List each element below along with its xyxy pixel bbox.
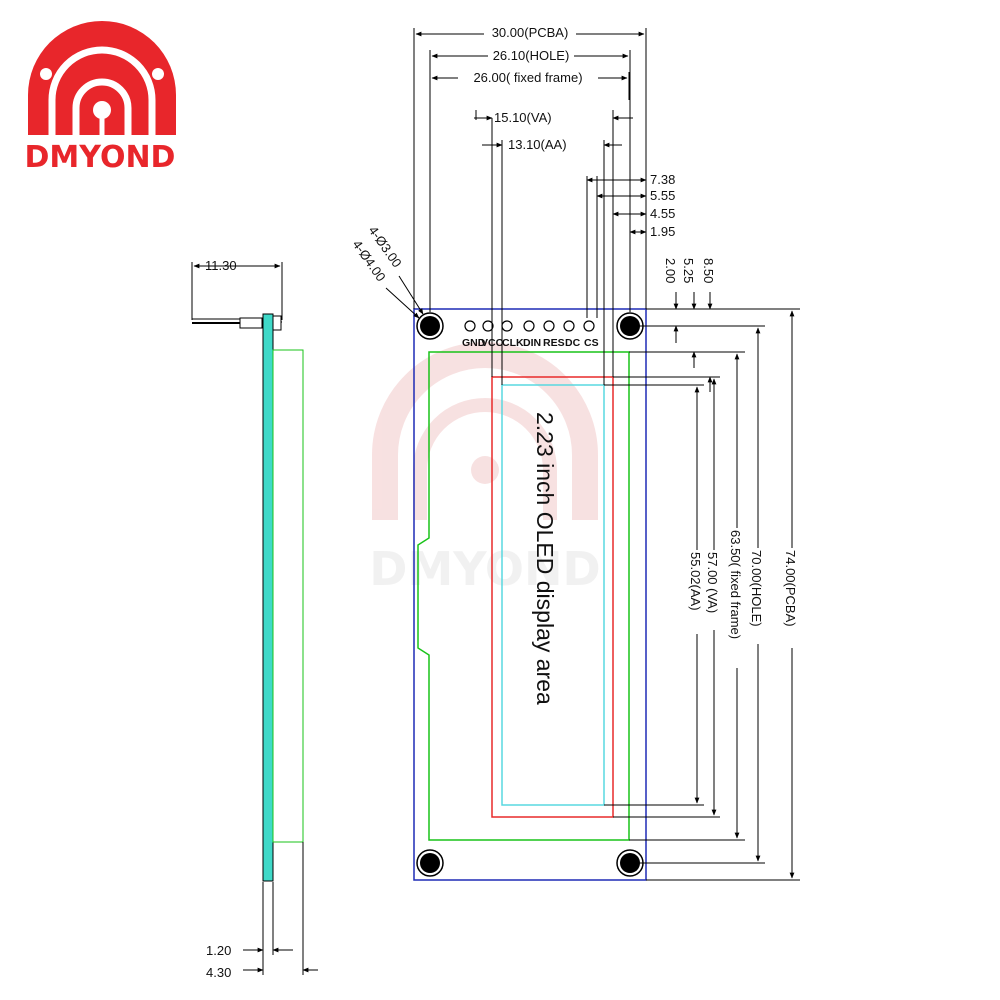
side-glass-panel bbox=[262, 313, 274, 882]
dim-vert-offset-3: 8.50 bbox=[701, 258, 716, 283]
pin-hole-icon bbox=[501, 320, 513, 332]
pin-label-gnd: GND bbox=[462, 337, 486, 349]
side-dim-width: 11.30 bbox=[205, 258, 237, 273]
side-pin-header bbox=[239, 317, 263, 329]
dim-va-height: 57.00 (VA) bbox=[705, 552, 720, 613]
dim-offset-3: 4.55 bbox=[650, 206, 675, 221]
dim-offset-1: 7.38 bbox=[650, 172, 675, 187]
dim-aa-width: 13.10(AA) bbox=[508, 137, 567, 152]
pin-label-clk: CLK bbox=[502, 337, 524, 349]
pin-label-res: RES bbox=[543, 337, 565, 349]
pin-hole-icon bbox=[523, 320, 535, 332]
dim-pcba-height: 74.00(PCBA) bbox=[783, 550, 798, 627]
brand-name: DMYOND bbox=[25, 140, 176, 175]
pin-hole-icon bbox=[583, 320, 595, 332]
watermark-text: DMYOND bbox=[369, 542, 600, 596]
display-area-title: 2.23 inch OLED display area bbox=[532, 412, 558, 705]
mounting-hole-icon bbox=[420, 316, 440, 336]
side-dim-glass: 1.20 bbox=[206, 943, 231, 958]
visible-area-outline bbox=[491, 376, 614, 818]
dim-offset-4: 1.95 bbox=[650, 224, 675, 239]
height-dimensions: 74.00(PCBA) 70.00(HOLE) 63.50( fixed fra… bbox=[604, 308, 801, 881]
watermark-logo: DMYOND bbox=[369, 342, 601, 596]
dim-hole-width: 26.10(HOLE) bbox=[493, 48, 570, 63]
side-view: 11.30 1.20 4.30 bbox=[191, 258, 318, 980]
dim-vert-offset-2: 5.25 bbox=[681, 258, 696, 283]
pin-hole-icon bbox=[563, 320, 575, 332]
mounting-hole-icon bbox=[420, 853, 440, 873]
pin-row: GND VCC CLK DIN RES DC CS bbox=[462, 320, 599, 349]
pin-label-din: DIN bbox=[523, 337, 541, 349]
logo-arch-icon bbox=[28, 21, 176, 135]
active-area-outline bbox=[501, 384, 605, 806]
dim-frame-width: 26.00( fixed frame) bbox=[473, 70, 582, 85]
offset-dimensions: 7.38 5.55 4.55 1.95 bbox=[586, 172, 675, 240]
pin-hole-icon bbox=[482, 320, 494, 332]
side-dim-total: 4.30 bbox=[206, 965, 231, 980]
fixed-frame-outline bbox=[417, 351, 630, 841]
pin-label-cs: CS bbox=[584, 337, 599, 349]
hole-callouts: 4-Ø3.00 4-Ø4.00 bbox=[350, 223, 424, 319]
dim-va-width: 15.10(VA) bbox=[494, 110, 552, 125]
dim-offset-2: 5.55 bbox=[650, 188, 675, 203]
pin-hole-icon bbox=[464, 320, 476, 332]
front-view: 4-Ø3.00 4-Ø4.00 GND VCC CLK DIN RES DC C… bbox=[350, 24, 801, 881]
brand-logo: DMYOND bbox=[25, 21, 176, 175]
pcb-outline bbox=[413, 308, 647, 881]
top-dimensions: 30.00(PCBA) 26.10(HOLE) 26.00( fixed fra… bbox=[413, 24, 647, 385]
dim-frame-height: 63.50( fixed frame) bbox=[728, 530, 743, 639]
dim-vert-offset-1: 2.00 bbox=[663, 258, 678, 283]
pin-label-dc: DC bbox=[565, 337, 581, 349]
dim-aa-height: 55.02(AA) bbox=[688, 552, 703, 611]
side-frame bbox=[272, 349, 304, 843]
pin-hole-icon bbox=[543, 320, 555, 332]
dim-hole-height: 70.00(HOLE) bbox=[749, 550, 764, 627]
dim-pcba-width: 30.00(PCBA) bbox=[492, 25, 569, 40]
